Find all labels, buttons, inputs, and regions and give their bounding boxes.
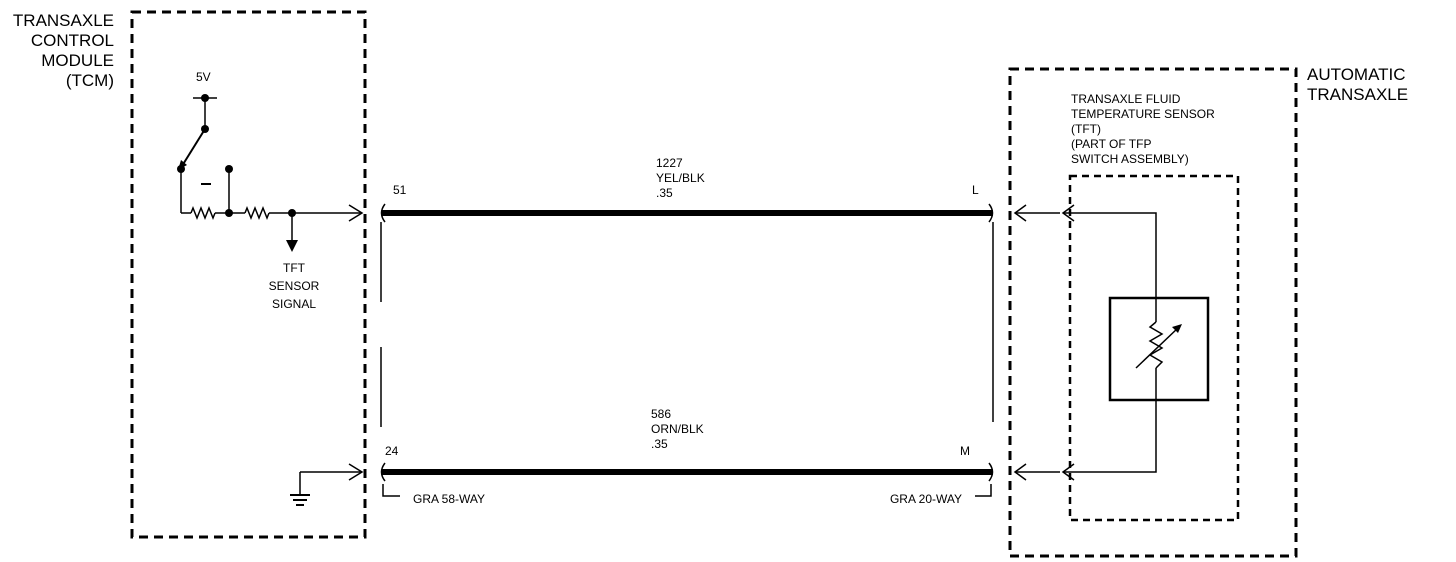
- tcm-connector-bracket: [382, 484, 400, 497]
- tcm-title-line-1: TRANSAXLE: [13, 11, 114, 30]
- sensor-line-3: (TFT): [1071, 122, 1101, 136]
- supply-voltage-label: 5V: [196, 70, 211, 84]
- sensor-boundary: [1068, 174, 1240, 522]
- transaxle-title-line-1: AUTOMATIC: [1307, 65, 1406, 84]
- tcm-title: TRANSAXLE CONTROL MODULE (TCM): [13, 11, 114, 90]
- circuit-586-number: 586: [651, 407, 671, 421]
- signal-line-1: TFT: [283, 261, 306, 275]
- switch-blade: [181, 128, 206, 167]
- pin-24-arrow: [348, 463, 364, 481]
- tcm-title-line-2: CONTROL: [31, 31, 114, 50]
- wire-1227-label: 1227 YEL/BLK .35: [656, 156, 705, 200]
- inline-connector-arrows: [1013, 204, 1075, 481]
- transaxle-connector-label: GRA 20-WAY: [890, 492, 962, 506]
- tcm-boundary: [130, 10, 367, 539]
- sensor-wire-top: [1063, 212, 1157, 298]
- sensor-wire-bottom: [1063, 400, 1157, 473]
- sensor-label: TRANSAXLE FLUID TEMPERATURE SENSOR (TFT)…: [1071, 92, 1215, 166]
- sensor-circuit: [1063, 212, 1210, 473]
- tcm-title-line-3: MODULE: [41, 51, 114, 70]
- transaxle-connector-bracket: [975, 484, 992, 497]
- tcm-pin-24: 24: [385, 444, 399, 458]
- transaxle-boundary: [1008, 67, 1298, 558]
- variable-arrow-head: [1172, 324, 1182, 333]
- resistor-1: [190, 205, 216, 221]
- signal-line-3: SIGNAL: [272, 297, 316, 311]
- tcm-internal-circuit: 5V TFT SENSOR SIGNAL: [177, 70, 364, 506]
- resistor-2: [244, 205, 270, 221]
- pin-L-terminal: [988, 203, 994, 223]
- pin-M-terminal: [988, 462, 994, 482]
- signal-line-2: SENSOR: [269, 279, 320, 293]
- circuit-586-color: ORN/BLK: [651, 422, 704, 436]
- transaxle-connector: L M GRA 20-WAY: [890, 183, 994, 506]
- tcm-pin-51: 51: [393, 183, 407, 197]
- transaxle-pin-M: M: [960, 444, 970, 458]
- wire-586-label: 586 ORN/BLK .35: [651, 407, 704, 451]
- signal-arrow: [286, 240, 298, 252]
- tcm-connector: 51 24 GRA 58-WAY: [380, 183, 485, 506]
- circuit-586-gauge: .35: [651, 437, 668, 451]
- variable-arrow-shaft: [1135, 326, 1180, 369]
- sensor-line-4: (PART OF TFP: [1071, 137, 1151, 151]
- tcm-title-line-4: (TCM): [66, 71, 114, 90]
- pin-51-arrow: [348, 204, 364, 222]
- transaxle-title-line-2: TRANSAXLE: [1307, 85, 1408, 104]
- transaxle-pin-L: L: [972, 183, 979, 197]
- pin-51-terminal: [380, 203, 386, 223]
- sensor-line-1: TRANSAXLE FLUID: [1071, 92, 1181, 106]
- circuit-1227-gauge: .35: [656, 186, 673, 200]
- junction-node: [225, 209, 233, 217]
- thermistor-icon: [1148, 321, 1164, 369]
- circuit-1227-number: 1227: [656, 156, 683, 170]
- tcm-connector-label: GRA 58-WAY: [413, 492, 485, 506]
- thermistor-box: [1108, 296, 1210, 402]
- circuit-1227-color: YEL/BLK: [656, 171, 705, 185]
- pin-24-terminal: [380, 462, 386, 482]
- sensor-line-5: SWITCH ASSEMBLY): [1071, 152, 1189, 166]
- sensor-line-2: TEMPERATURE SENSOR: [1071, 107, 1215, 121]
